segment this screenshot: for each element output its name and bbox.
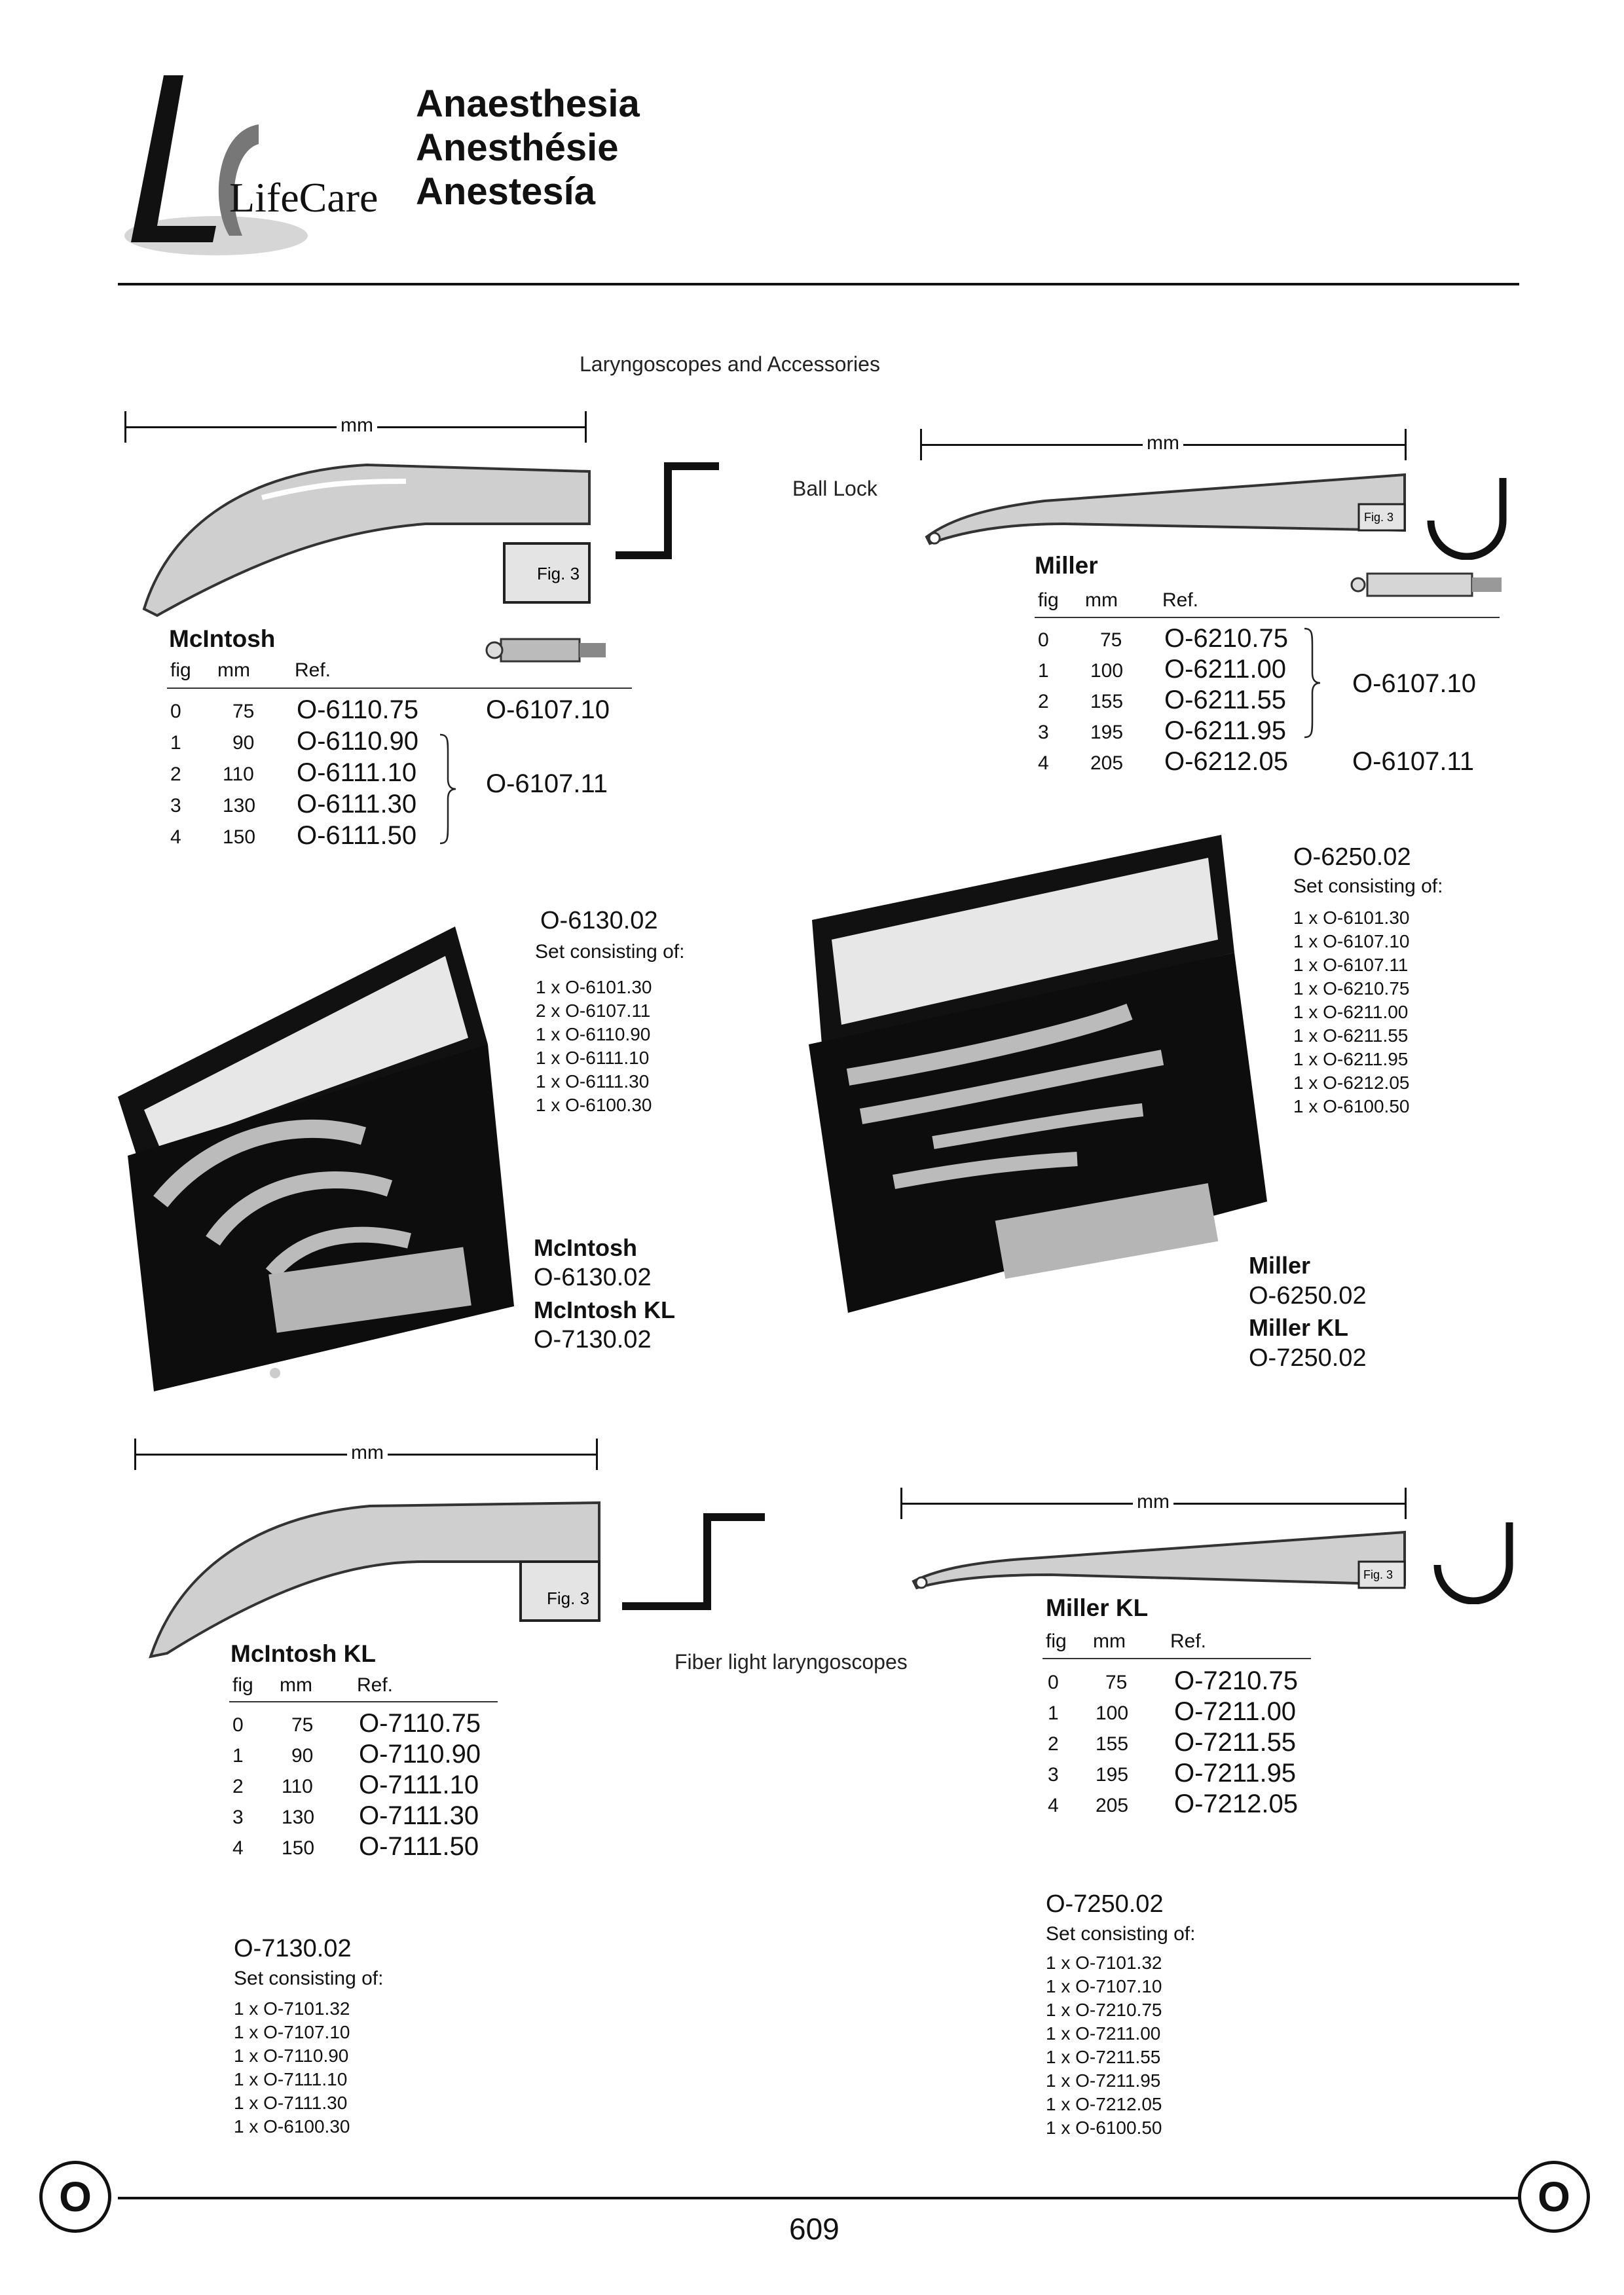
page-title-en: Anaesthesia [416, 83, 640, 125]
list-item: 1 x O-7107.10 [1046, 1976, 1162, 1996]
miller-kl-blade-image: Fig. 3 [912, 1530, 1406, 1590]
list-item: 1 x O-6107.11 [1293, 955, 1409, 975]
set-miller-kl-list: 1 x O-7101.32 1 x O-7107.10 1 x O-7210.7… [1046, 1951, 1162, 2140]
list-item: 1 x O-7212.05 [1046, 2094, 1162, 2114]
ball-lock-label: Ball Lock [792, 477, 877, 500]
list-item: 1 x O-6211.55 [1293, 1025, 1409, 1046]
list-item: 1 x O-7211.95 [1046, 2070, 1161, 2091]
section-badge-left: O [39, 2161, 111, 2233]
list-item: 1 x O-6211.95 [1293, 1049, 1409, 1069]
mcintosh-kl-blade-image: Fig. 3 [149, 1501, 600, 1659]
list-item: 1 x O-6211.00 [1293, 1002, 1409, 1022]
svg-text:Fig. 3: Fig. 3 [547, 1588, 589, 1608]
svg-text:Fig. 3: Fig. 3 [1363, 1568, 1393, 1581]
page-title-fr: Anesthésie [416, 126, 619, 169]
section-badge-right: O [1518, 2161, 1590, 2233]
miller-bulb-ref-1: O-6107.10 [1352, 669, 1477, 698]
list-item: 1 x O-6100.50 [1293, 1096, 1410, 1116]
miller-kl-title: Miller KL [1046, 1594, 1149, 1621]
bulb-image [481, 634, 612, 667]
list-item: 1 x O-7107.10 [234, 2022, 350, 2042]
mcintosh-blade-image: Fig. 3 [142, 463, 591, 617]
list-item: 1 x O-6107.10 [1293, 931, 1410, 951]
miller-bulb-ref-2: O-6107.11 [1352, 747, 1475, 776]
set-miller-kl-subtitle: Set consisting of: [1046, 1923, 1196, 1945]
miller-title: Miller [1035, 552, 1098, 579]
list-item: 1 x O-6210.75 [1293, 978, 1410, 999]
col-mm: mm [217, 659, 250, 681]
list-item: 1 x O-6111.10 [536, 1048, 650, 1068]
mcintosh-bulb-ref-1: O-6107.10 [486, 695, 610, 724]
set-mcintosh-name: McIntosh [534, 1234, 637, 1261]
set-mcintosh-ref: O-6130.02 [540, 907, 658, 934]
table-rule [167, 688, 632, 689]
table-rule [1035, 617, 1500, 618]
mcintosh-title: McIntosh [169, 625, 276, 652]
list-item: 1 x O-7211.55 [1046, 2047, 1161, 2067]
section-title: Laryngoscopes and Accessories [580, 352, 880, 376]
set-mcintosh-kl-name: McIntosh KL [534, 1296, 675, 1323]
mm-label: mm [337, 414, 377, 437]
list-item: 1 x O-6100.50 [1046, 2118, 1162, 2138]
svg-text:Fig. 3: Fig. 3 [1364, 511, 1393, 524]
list-item: 1 x O-7111.10 [234, 2069, 348, 2089]
logo-text: LifeCare [229, 174, 378, 221]
list-item: 1 x O-6100.30 [536, 1095, 652, 1115]
set-mcintosh-kl-list: 1 x O-7101.32 1 x O-7107.10 1 x O-7110.9… [234, 1997, 350, 2139]
list-item: 1 x O-6111.30 [536, 1071, 650, 1092]
mcintosh-kl-title: McIntosh KL [231, 1640, 376, 1667]
brace-icon [439, 733, 458, 845]
list-item: 1 x O-6101.30 [536, 977, 652, 997]
set-miller-kl-name: Miller KL [1249, 1314, 1349, 1341]
set-miller-kl-ref: O-7250.02 [1046, 1890, 1164, 1918]
set-miller-code: O-6250.02 [1249, 1282, 1367, 1310]
table-rule [1043, 1658, 1311, 1659]
list-item: 1 x O-6101.30 [1293, 908, 1410, 928]
miller-blade-image: Fig. 3 [925, 473, 1406, 545]
list-item: 1 x O-7211.00 [1046, 2023, 1161, 2044]
set-mcintosh-code: O-6130.02 [534, 1264, 652, 1291]
set-miller-list: 1 x O-6101.30 1 x O-6107.10 1 x O-6107.1… [1293, 906, 1409, 1118]
table-rule [229, 1701, 498, 1702]
list-item: 1 x O-6212.05 [1293, 1073, 1410, 1093]
fiber-label: Fiber light laryngoscopes [674, 1650, 908, 1674]
ball-lock-icon [622, 1509, 766, 1614]
company-logo: LifeCare [118, 72, 378, 262]
set-miller-kl-code: O-7250.02 [1249, 1344, 1367, 1372]
set-mcintosh-kl-ref: O-7130.02 [234, 1935, 352, 1962]
footer-rule [118, 2197, 1519, 2199]
hook-icon [1421, 475, 1513, 560]
list-item: 2 x O-6107.11 [536, 1001, 651, 1021]
set-mcintosh-kl-code: O-7130.02 [534, 1326, 652, 1353]
brace-icon [1303, 627, 1323, 739]
col-ref: Ref. [295, 659, 331, 681]
mcintosh-bulb-ref-2: O-6107.11 [486, 769, 608, 798]
bulb-image [1349, 568, 1506, 601]
set-mcintosh-kl-subtitle: Set consisting of: [234, 1968, 384, 1989]
set-miller-ref: O-6250.02 [1293, 843, 1411, 871]
list-item: 1 x O-7101.32 [1046, 1953, 1162, 1973]
set-miller-subtitle: Set consisting of: [1293, 875, 1443, 897]
fig3-label: Fig. 3 [537, 564, 580, 583]
set-mcintosh-subtitle: Set consisting of: [535, 941, 685, 963]
list-item: 1 x O-7111.30 [234, 2093, 348, 2113]
list-item: 1 x O-7110.90 [234, 2046, 349, 2066]
list-item: 1 x O-7101.32 [234, 1998, 350, 2019]
col-fig: fig [170, 659, 191, 681]
list-item: 1 x O-7210.75 [1046, 2000, 1162, 2020]
header-rule [118, 283, 1519, 285]
mcintosh-set-case-image [118, 927, 514, 1391]
set-mcintosh-list: 1 x O-6101.30 2 x O-6107.11 1 x O-6110.9… [536, 976, 652, 1117]
list-item: 1 x O-6100.30 [234, 2116, 350, 2137]
hook-icon [1428, 1519, 1519, 1605]
miller-set-case-image [809, 835, 1267, 1313]
page-title-es: Anestesía [416, 170, 596, 213]
page-number: 609 [789, 2212, 840, 2246]
ball-lock-icon [616, 458, 720, 563]
set-miller-name: Miller [1249, 1252, 1311, 1279]
list-item: 1 x O-6110.90 [536, 1024, 651, 1044]
